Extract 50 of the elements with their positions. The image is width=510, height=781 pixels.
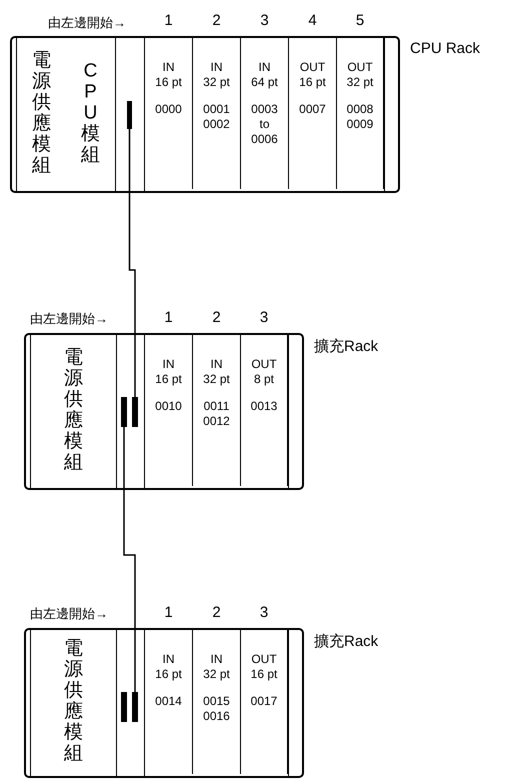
slot-number: 1 <box>163 309 174 326</box>
slot-number: 3 <box>259 12 270 29</box>
slot-number: 2 <box>211 604 222 621</box>
connector-bar <box>127 101 132 129</box>
address-text: 0003 to 0006 <box>250 102 279 147</box>
address-text: 0010 <box>154 399 183 414</box>
rack-label: 擴充Rack <box>314 337 378 356</box>
module-type: OUT 16 pt <box>298 60 327 90</box>
slot-number: 2 <box>211 309 222 326</box>
slot-number: 2 <box>211 12 222 29</box>
module-type: OUT 16 pt <box>250 652 278 682</box>
connector-bar <box>132 692 138 722</box>
slot-number: 3 <box>258 604 270 621</box>
module-type: OUT 8 pt <box>250 357 278 387</box>
start-note: 由左邊開始→ <box>47 14 126 32</box>
address-text: 0013 <box>250 399 278 414</box>
address-text: 0017 <box>250 694 278 709</box>
address-text: 0011 0012 <box>202 399 231 429</box>
address-text: 0001 0002 <box>202 102 231 132</box>
address-text: 0014 <box>154 694 183 709</box>
module-name: 電源供應模組 <box>32 50 52 176</box>
address-text: 0007 <box>298 102 327 117</box>
cable-line <box>128 129 136 397</box>
slot-number: 4 <box>307 12 318 29</box>
module-type: IN 64 pt <box>250 60 279 90</box>
connector-bar <box>121 692 127 722</box>
address-text: 0000 <box>154 102 183 117</box>
module-type: IN 16 pt <box>154 652 183 682</box>
module-type: IN 32 pt <box>202 60 231 90</box>
slot-number: 5 <box>354 12 366 29</box>
address-text: 0008 0009 <box>346 102 374 132</box>
rack-label: CPU Rack <box>410 40 480 57</box>
start-note: 由左邊開始→ <box>29 605 108 623</box>
connector-bar <box>132 397 138 427</box>
slot-number: 1 <box>163 604 174 621</box>
module-type: IN 32 pt <box>202 652 231 682</box>
slot-number: 3 <box>258 309 270 326</box>
module-name: 電源供應模組 <box>64 638 84 764</box>
module-type: IN 16 pt <box>154 357 183 387</box>
slot-number: 1 <box>163 12 174 29</box>
start-note: 由左邊開始→ <box>29 310 108 328</box>
cable-line <box>123 427 136 692</box>
module-name: CPU 模組 <box>80 60 100 165</box>
rack-label: 擴充Rack <box>314 632 378 651</box>
connector-bar <box>121 397 127 427</box>
module-type: IN 16 pt <box>154 60 183 90</box>
address-text: 0015 0016 <box>202 694 231 724</box>
module-type: OUT 32 pt <box>346 60 374 90</box>
module-type: IN 32 pt <box>202 357 231 387</box>
module-name: 電源供應模組 <box>64 346 84 472</box>
